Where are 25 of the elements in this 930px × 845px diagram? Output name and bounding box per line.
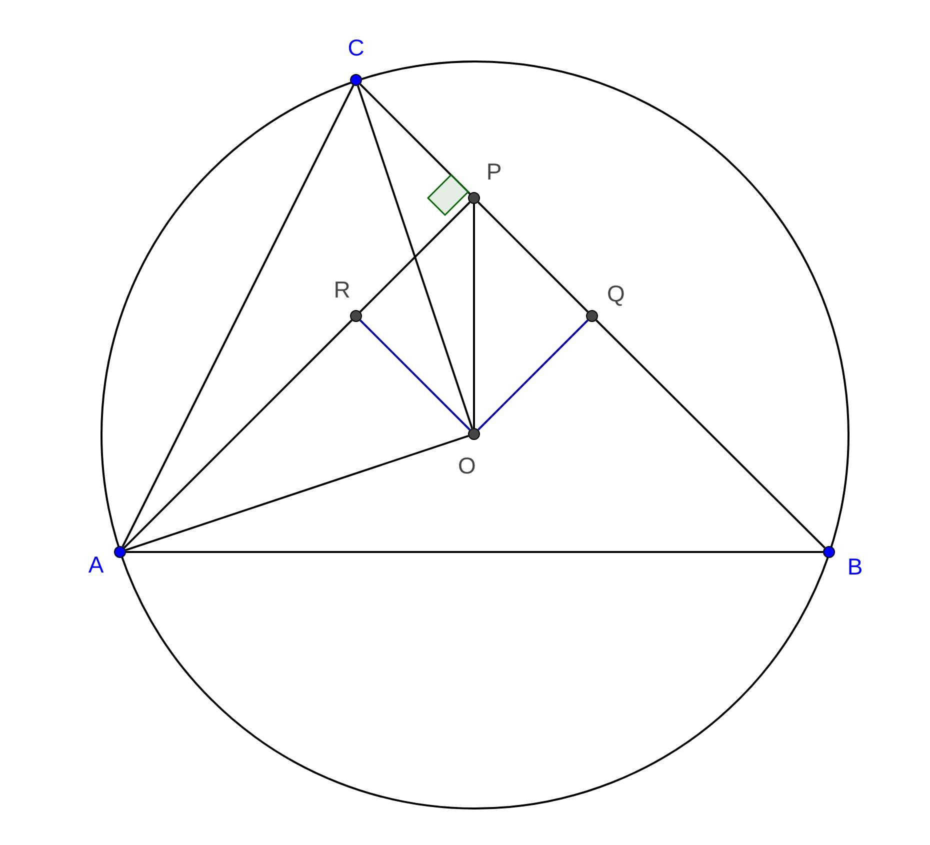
point-label: P (486, 160, 502, 184)
line-segment (356, 85, 474, 429)
point (350, 74, 362, 86)
point-label: R (334, 278, 350, 302)
point (350, 310, 362, 322)
point (586, 310, 598, 322)
line-segment (124, 320, 352, 548)
line-segment (122, 84, 354, 548)
point-label: O (458, 454, 476, 478)
point-label: Q (607, 282, 625, 306)
line-segment (478, 320, 588, 430)
line-segment (126, 551, 823, 553)
point-label: A (88, 554, 104, 576)
point (114, 546, 126, 558)
line-segment (360, 202, 470, 312)
point (468, 428, 480, 440)
line-segment (478, 202, 588, 312)
line-segment (360, 320, 470, 430)
line-segment (596, 320, 826, 548)
point-label: C (348, 36, 364, 60)
point-label: B (847, 556, 863, 578)
point (823, 546, 835, 558)
line-segment (473, 204, 475, 428)
line-segment (125, 434, 469, 552)
point (468, 192, 480, 204)
